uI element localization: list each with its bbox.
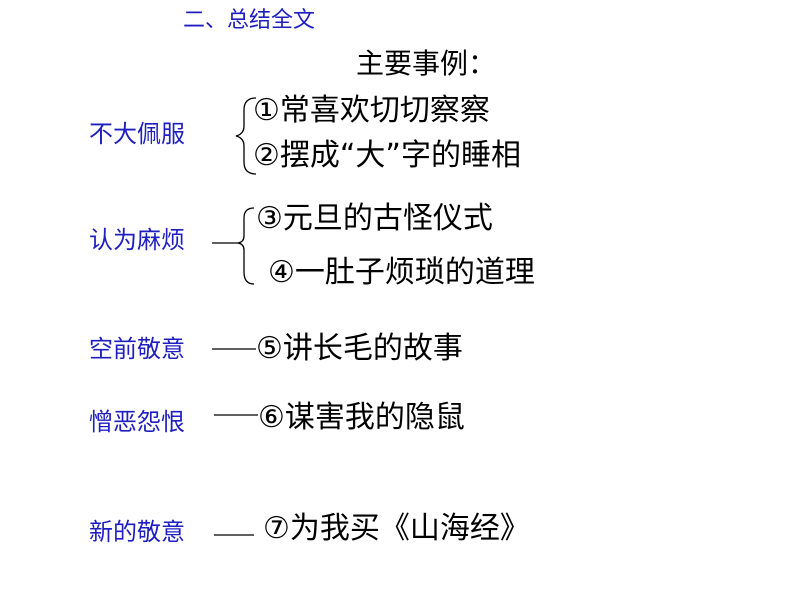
connector-5 [214,534,254,536]
attitude-label-3: 空前敬意 [89,335,185,363]
brace-2 [212,207,255,285]
attitude-label-1: 不大佩服 [89,120,185,148]
example-4: ④一肚子烦琐的道理 [268,255,535,290]
attitude-label-2: 认为麻烦 [89,226,185,254]
attitude-label-5: 新的敬意 [89,518,185,546]
connector-3 [212,348,256,350]
example-1: ①常喜欢切切察察 [253,93,490,128]
attitude-label-4: 憎恶怨恨 [89,408,185,436]
brace-1 [235,97,257,175]
example-6: ⑥谋害我的隐鼠 [258,400,465,435]
example-2: ②摆成“大”字的睡相 [253,138,521,173]
connector-4 [214,414,258,416]
example-7: ⑦为我买《山海经》 [263,511,530,546]
section-heading: 二、总结全文 [183,8,316,33]
example-3: ③元旦的古怪仪式 [256,201,493,236]
main-examples-title: 主要事例： [356,47,497,80]
example-5: ⑤讲长毛的故事 [256,331,463,366]
